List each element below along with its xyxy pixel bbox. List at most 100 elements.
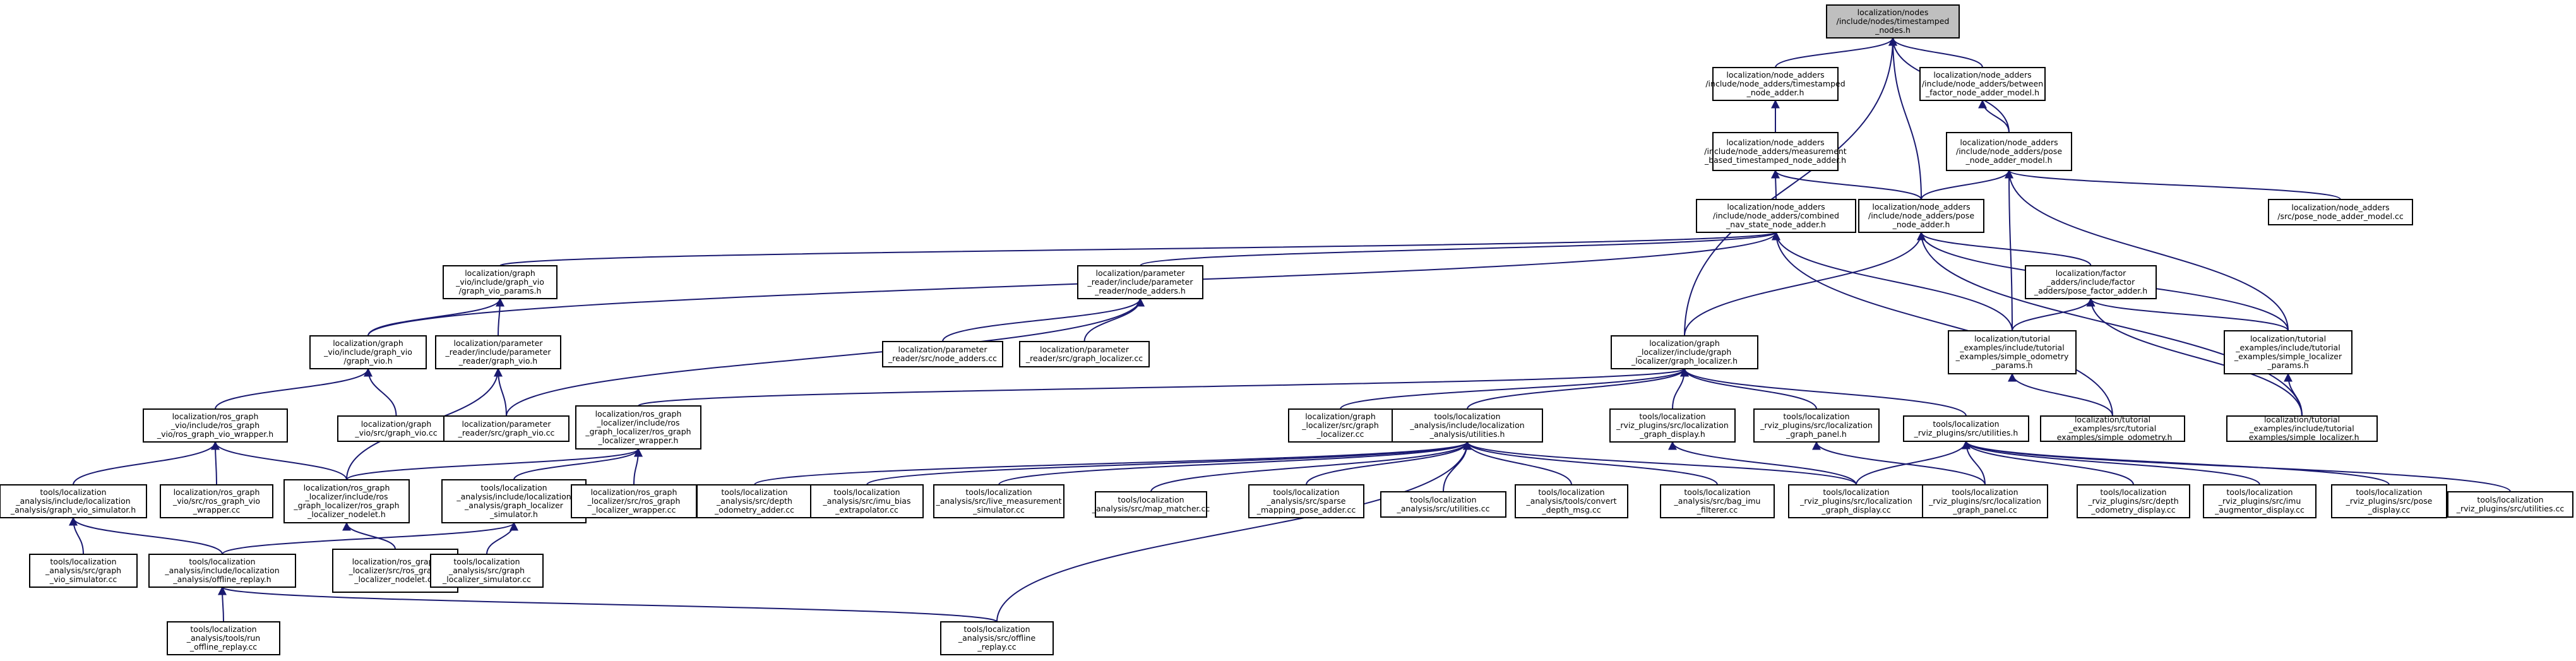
node-box[interactable]: [575, 405, 701, 450]
node-box[interactable]: [441, 479, 587, 523]
node-box[interactable]: [1753, 408, 1880, 443]
node-box[interactable]: [2331, 484, 2447, 518]
node-box[interactable]: [571, 484, 697, 518]
file-node[interactable]: tools/localization_analysis/src/bag_imu_…: [1660, 484, 1775, 518]
node-box[interactable]: [430, 554, 544, 588]
node-box[interactable]: [1922, 484, 2048, 518]
file-node[interactable]: localization/tutorial_examples/src/tutor…: [2040, 415, 2185, 442]
file-node[interactable]: tools/localization_rviz_plugins/src/loca…: [1788, 484, 1924, 518]
file-node[interactable]: tools/localization_rviz_plugins/src/util…: [1903, 415, 2029, 442]
node-box[interactable]: [1948, 330, 2077, 374]
file-node[interactable]: tools/localization_analysis/tools/run_of…: [167, 621, 280, 655]
file-node[interactable]: tools/localization_analysis/include/loca…: [0, 484, 147, 518]
node-box[interactable]: [1609, 408, 1736, 443]
node-box[interactable]: [2226, 415, 2378, 442]
node-box[interactable]: [1392, 408, 1543, 443]
file-node[interactable]: localization/factor_adders/include/facto…: [2025, 265, 2157, 299]
file-node[interactable]: localization/graph_vio/src/graph_vio.cc: [337, 415, 455, 442]
node-box[interactable]: [1712, 67, 1839, 101]
file-node[interactable]: tools/localization_rviz_plugins/src/loca…: [1609, 408, 1736, 443]
file-node[interactable]: tools/localization_rviz_plugins/src/dept…: [2077, 484, 2190, 518]
node-box[interactable]: [2025, 265, 2157, 299]
node-box[interactable]: [1380, 491, 1506, 518]
node-box[interactable]: [940, 621, 1054, 655]
node-box[interactable]: [1788, 484, 1924, 518]
file-node[interactable]: localization/ros_graph_localizer/src/ros…: [571, 484, 697, 518]
file-node[interactable]: tools/localization_analysis/src/map_matc…: [1092, 491, 1210, 518]
file-node[interactable]: tools/localization_rviz_plugins/src/util…: [2447, 491, 2573, 518]
file-node[interactable]: tools/localization_analysis/src/utilitie…: [1380, 491, 1506, 518]
root-node[interactable]: localization/nodes/include/nodes/timesta…: [1826, 4, 1960, 39]
file-node[interactable]: tools/localization_analysis/src/sparse_m…: [1248, 484, 1364, 518]
file-node[interactable]: localization/node_adders/include/node_ad…: [1696, 199, 1856, 233]
node-box[interactable]: [2077, 484, 2190, 518]
node-box[interactable]: [2040, 415, 2185, 442]
node-box[interactable]: [1919, 67, 2046, 101]
file-node[interactable]: localization/parameter_reader/include/pa…: [1077, 265, 1203, 299]
node-box[interactable]: [1946, 132, 2072, 171]
file-node[interactable]: tools/localization_analysis/include/loca…: [1392, 408, 1543, 443]
file-node[interactable]: localization/node_adders/include/node_ad…: [1858, 199, 1984, 233]
node-box[interactable]: [143, 408, 288, 443]
file-node[interactable]: tools/localization_rviz_plugins/src/pose…: [2331, 484, 2447, 518]
node-box[interactable]: [443, 415, 569, 442]
node-box[interactable]: [1077, 265, 1203, 299]
file-node[interactable]: localization/node_adders/include/node_ad…: [1704, 132, 1847, 171]
node-box[interactable]: [1712, 132, 1839, 171]
node-box[interactable]: [443, 265, 558, 299]
file-node[interactable]: localization/graph_localizer/src/graph_l…: [1288, 408, 1393, 443]
file-node[interactable]: localization/node_adders/include/node_ad…: [1946, 132, 2072, 171]
node-box[interactable]: [1288, 408, 1393, 443]
node-box[interactable]: [167, 621, 280, 655]
file-node[interactable]: localization/ros_graph_localizer/include…: [575, 405, 701, 450]
file-node[interactable]: localization/node_adders/src/pose_node_a…: [2268, 199, 2413, 225]
file-node[interactable]: localization/node_adders/include/node_ad…: [1705, 67, 1846, 101]
file-node[interactable]: localization/parameter_reader/src/graph_…: [1019, 341, 1150, 367]
file-node[interactable]: localization/graph_localizer/include/gra…: [1611, 335, 1758, 369]
node-box[interactable]: [1095, 491, 1207, 518]
node-box[interactable]: [1611, 335, 1758, 369]
node-box[interactable]: [148, 554, 296, 588]
node-box[interactable]: [29, 554, 138, 588]
file-node[interactable]: tools/localization_analysis/include/loca…: [441, 479, 587, 523]
node-box[interactable]: [1019, 341, 1150, 367]
file-node[interactable]: localization/parameter_reader/src/graph_…: [443, 415, 569, 442]
node-box[interactable]: [1248, 484, 1364, 518]
file-node[interactable]: tools/localization_analysis/src/graph_vi…: [29, 554, 138, 588]
node-box[interactable]: [2268, 199, 2413, 225]
file-node[interactable]: localization/node_adders/include/node_ad…: [1919, 67, 2046, 101]
file-node[interactable]: tools/localization_analysis/include/loca…: [148, 554, 296, 588]
file-node[interactable]: tools/localization_analysis/src/live_mea…: [933, 484, 1064, 518]
file-node[interactable]: tools/localization_rviz_plugins/src/loca…: [1753, 408, 1880, 443]
node-box[interactable]: [1696, 199, 1856, 233]
file-node[interactable]: tools/localization_rviz_plugins/src/imu_…: [2203, 484, 2317, 518]
node-box[interactable]: [2203, 484, 2317, 518]
file-node[interactable]: tools/localization_analysis/src/depth_od…: [696, 484, 813, 518]
file-node[interactable]: localization/parameter_reader/src/node_a…: [882, 341, 1003, 367]
node-box[interactable]: [933, 484, 1064, 518]
node-box[interactable]: [1660, 484, 1775, 518]
file-node[interactable]: localization/parameter_reader/include/pa…: [435, 335, 561, 369]
file-node[interactable]: localization/graph_vio/include/graph_vio…: [443, 265, 558, 299]
file-node[interactable]: localization/tutorial_examples/include/t…: [2226, 415, 2378, 442]
node-box[interactable]: [160, 484, 273, 518]
node-box[interactable]: [1858, 199, 1984, 233]
file-node[interactable]: localization/ros_graph_vio/src/ros_graph…: [160, 484, 273, 518]
node-box[interactable]: [309, 335, 427, 369]
node-box[interactable]: [810, 484, 924, 518]
file-node[interactable]: tools/localization_analysis/src/offline_…: [940, 621, 1054, 655]
file-node[interactable]: localization/graph_vio/include/graph_vio…: [309, 335, 427, 369]
node-box[interactable]: [2447, 491, 2573, 518]
node-box[interactable]: [0, 484, 147, 518]
node-box[interactable]: [2224, 330, 2352, 374]
file-node[interactable]: tools/localization_analysis/tools/conver…: [1515, 484, 1628, 518]
file-node[interactable]: tools/localization_analysis/src/graph_lo…: [430, 554, 544, 588]
file-node[interactable]: tools/localization_analysis/src/imu_bias…: [810, 484, 924, 518]
node-box[interactable]: [1515, 484, 1628, 518]
file-node[interactable]: localization/ros_graph_vio/include/ros_g…: [143, 408, 288, 443]
node-box[interactable]: [696, 484, 813, 518]
node-box[interactable]: [283, 479, 410, 523]
node-box[interactable]: [1903, 415, 2029, 442]
file-node[interactable]: localization/ros_graph_localizer/include…: [283, 479, 410, 523]
node-box[interactable]: [882, 341, 1003, 367]
